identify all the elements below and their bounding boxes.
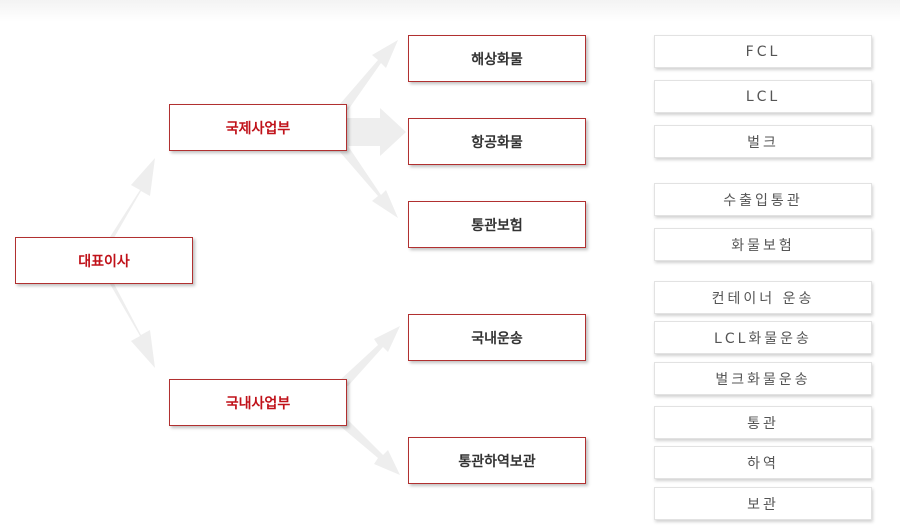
- arrow-domestic-to-storage: [300, 420, 400, 475]
- leaf-lcl: LCL: [654, 80, 872, 113]
- root-node: 대표이사: [15, 237, 193, 284]
- division-international: 국제사업부: [169, 104, 347, 151]
- service-domestic-transport: 국내운송: [408, 314, 586, 361]
- leaf-cargo-insurance: 화물보험: [654, 228, 872, 261]
- leaf-lcl-transport: LCL화물운송: [654, 321, 872, 354]
- leaf-customs: 통관: [654, 406, 872, 439]
- service-sea-freight: 해상화물: [408, 35, 586, 82]
- service-customs-insurance: 통관보험: [408, 201, 586, 248]
- leaf-import-export-customs: 수출입통관: [654, 183, 872, 216]
- arrow-root-to-intl: [78, 158, 155, 243]
- leaf-stevedoring: 하역: [654, 446, 872, 479]
- arrow-intl-to-air: [346, 108, 406, 156]
- leaf-bulk-transport: 벌크화물운송: [654, 362, 872, 395]
- service-customs-storage: 통관하역보관: [408, 437, 586, 484]
- leaf-fcl: FCL: [654, 35, 872, 68]
- arrow-intl-to-customs: [300, 146, 398, 218]
- service-air-freight: 항공화물: [408, 118, 586, 165]
- leaf-storage: 보관: [654, 487, 872, 520]
- arrow-domestic-to-transport: [300, 326, 400, 386]
- arrow-intl-to-sea: [300, 40, 398, 110]
- division-domestic: 국내사업부: [169, 379, 347, 426]
- top-band: [0, 0, 900, 22]
- arrow-root-to-domestic: [78, 278, 155, 368]
- leaf-bulk: 벌크: [654, 125, 872, 158]
- leaf-container-transport: 컨테이너 운송: [654, 281, 872, 314]
